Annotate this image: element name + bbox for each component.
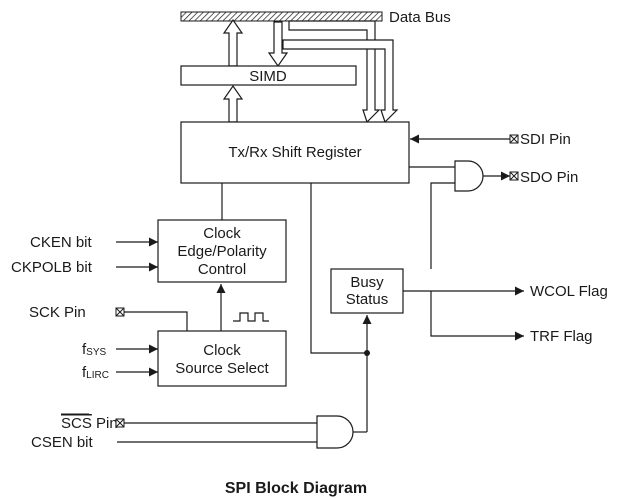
trf-wire: [430, 291, 524, 341]
data-bus-label: Data Bus: [389, 9, 451, 26]
simd-label: SIMD: [249, 68, 287, 85]
sdo-and-gate: [454, 160, 484, 192]
clock-edge-label-1: Clock: [203, 225, 241, 242]
busy-status-label-1: Busy: [350, 274, 384, 291]
shift-register-label: Tx/Rx Shift Register: [228, 144, 361, 161]
simd-to-bus-arrow: [222, 18, 244, 67]
data-bus-bar: [180, 11, 383, 22]
scs-pin-icon: [115, 418, 125, 428]
scs-pin-label: SCS Pin: [61, 415, 118, 432]
trf-flag-label: TRF Flag: [530, 328, 593, 345]
diagram-caption: SPI Block Diagram: [225, 480, 367, 497]
clock-edge-label-3: Control: [198, 261, 246, 278]
shift-register-block: [180, 121, 410, 184]
sck-pin-icon: [115, 307, 125, 317]
sck-pin-label: SCK Pin: [29, 304, 86, 321]
cs-and-gate: [316, 415, 354, 449]
flirc-label: fLIRC: [82, 364, 109, 381]
clock-edge-label-2: Edge/Polarity: [177, 243, 267, 260]
fsys-label: fSYS: [82, 341, 107, 358]
simd-block: [180, 65, 357, 86]
csen-bit-label: CSEN bit: [31, 434, 94, 451]
bus-to-shift-register-arrow: [282, 39, 399, 124]
busy-status-block: [330, 268, 404, 314]
clock-source-label-2: Source Select: [175, 360, 269, 377]
shift-to-junction-wire: [310, 183, 367, 354]
sdo-pin-icon: [509, 171, 519, 181]
busy-to-sdo-gate-wire: [430, 182, 455, 269]
shift-register-to-simd-arrow: [222, 84, 244, 123]
sck-wire: [124, 311, 188, 331]
busy-status-label-2: Status: [346, 291, 389, 308]
cken-bit-label: CKEN bit: [30, 234, 93, 251]
shift-register-to-bus-arrow: [288, 20, 381, 124]
sdo-pin-label: SDO Pin: [520, 169, 578, 186]
bus-to-simd-arrow: [267, 21, 289, 68]
wcol-flag-label: WCOL Flag: [530, 283, 608, 300]
square-wave-icon: [233, 312, 269, 322]
clock-source-select-block: [157, 330, 287, 387]
clock-source-label-1: Clock: [203, 342, 241, 359]
clock-edge-polarity-block: [157, 219, 287, 283]
sdi-pin-label: SDI Pin: [520, 131, 571, 148]
ckpolb-bit-label: CKPOLB bit: [11, 259, 93, 276]
sdi-pin-icon: [509, 134, 519, 144]
